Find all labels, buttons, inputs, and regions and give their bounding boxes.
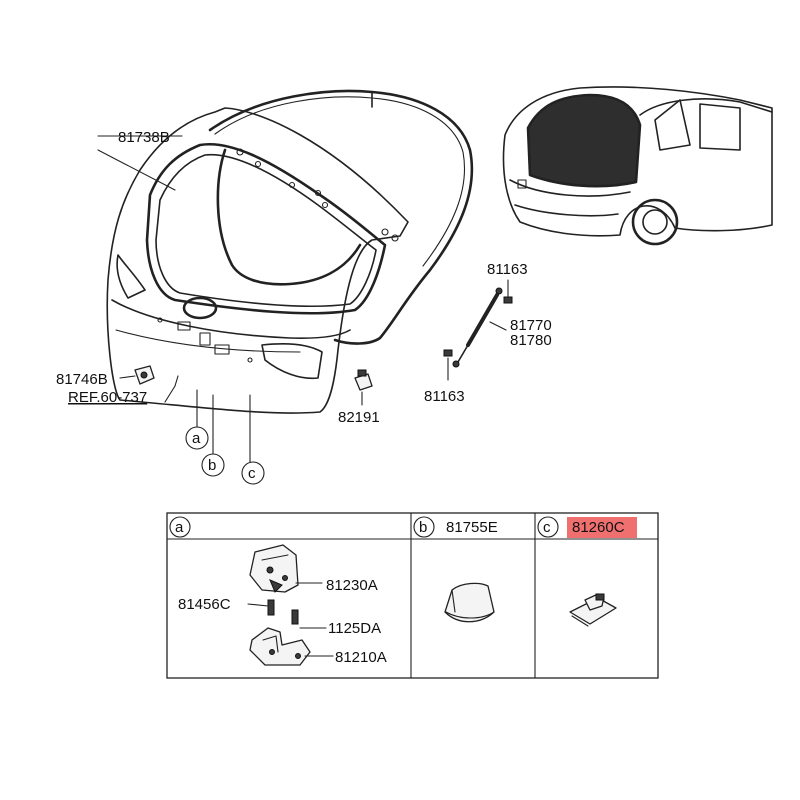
label-ref-60-737: REF.60-737 bbox=[68, 389, 147, 406]
callout-a-letter: a bbox=[192, 430, 201, 447]
label-82191: 82191 bbox=[338, 409, 380, 426]
switch-81260c bbox=[569, 593, 617, 627]
label-81780: 81780 bbox=[510, 332, 552, 349]
label-81163-top: 81163 bbox=[487, 261, 528, 278]
table-marker-c: c bbox=[543, 519, 551, 536]
switch-82191 bbox=[354, 369, 373, 391]
label-81770: 81770 bbox=[510, 317, 552, 334]
callout-a: a bbox=[185, 426, 209, 450]
gas-lifter bbox=[443, 287, 513, 368]
callout-b-letter: b bbox=[208, 457, 216, 474]
label-81738b: 81738B bbox=[118, 129, 170, 146]
label-1125da: 1125DA bbox=[328, 620, 381, 637]
label-81230a: 81230A bbox=[326, 577, 378, 594]
callout-c: c bbox=[241, 461, 265, 485]
table-a-leaders bbox=[247, 582, 334, 657]
callout-b: b bbox=[201, 453, 225, 477]
vehicle-rear-view bbox=[502, 86, 773, 246]
label-81260c: 81260C bbox=[572, 519, 625, 536]
table-marker-a: a bbox=[175, 519, 184, 536]
label-81746b: 81746B bbox=[56, 371, 108, 388]
lamp-81755e bbox=[444, 582, 495, 623]
detail-table: a b 81755E c 81260C bbox=[166, 512, 659, 679]
label-81755e: 81755E bbox=[446, 519, 498, 536]
callout-c-letter: c bbox=[248, 465, 256, 482]
label-81163-bottom: 81163 bbox=[424, 388, 465, 405]
leader-lines bbox=[97, 135, 509, 463]
bracket-81746b bbox=[134, 365, 155, 385]
latch-assembly bbox=[249, 544, 311, 666]
highlight-81260c bbox=[567, 517, 637, 538]
table-marker-b: b bbox=[419, 519, 427, 536]
label-81210a: 81210A bbox=[335, 649, 387, 666]
tailgate-assembly bbox=[106, 89, 474, 414]
label-81456c: 81456C bbox=[178, 596, 231, 613]
